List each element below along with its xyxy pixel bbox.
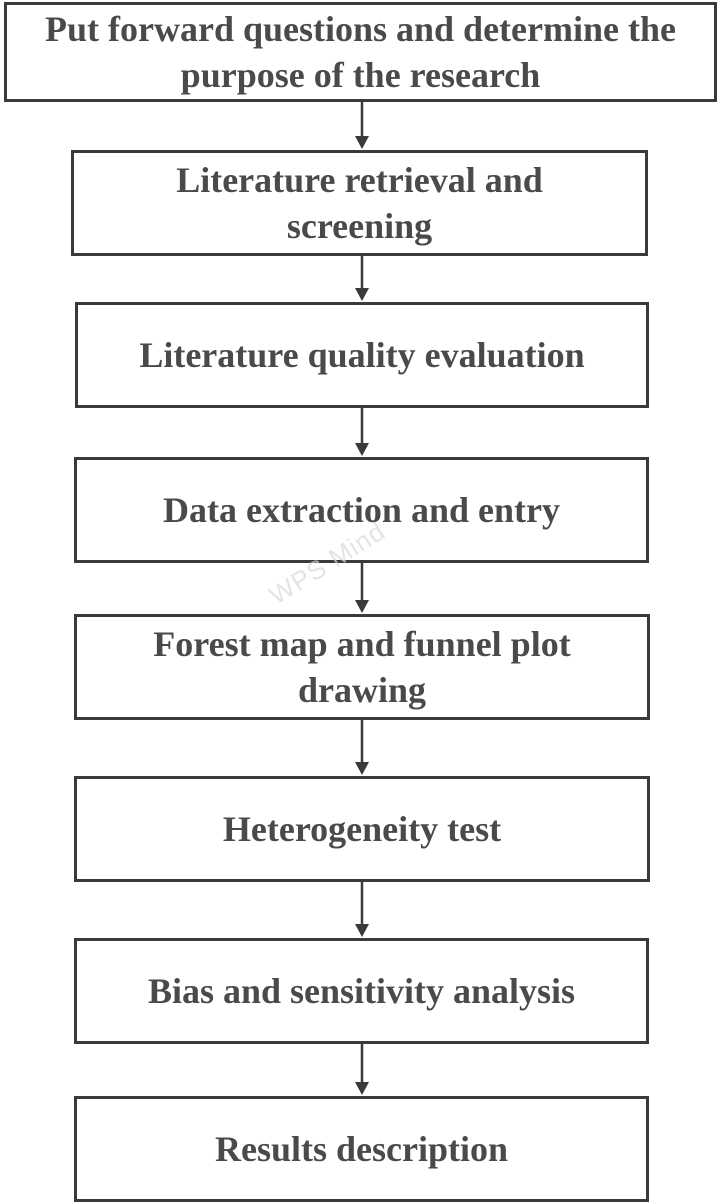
step-box-forest-funnel-plot: Forest map and funnel plot drawing	[74, 614, 650, 720]
step-box-literature-retrieval: Literature retrieval and screening	[71, 150, 648, 256]
arrowhead-icon	[355, 924, 369, 937]
step-label: Literature quality evaluation	[139, 335, 585, 375]
step-box-data-extraction: Data extraction and entry	[74, 457, 649, 563]
step-box-bias-sensitivity: Bias and sensitivity analysis	[74, 938, 649, 1044]
step-box-heterogeneity-test: Heterogeneity test	[74, 776, 650, 882]
step-label: Forest map and funnel plot drawing	[153, 624, 571, 710]
step-label: Put forward questions and determine the …	[45, 9, 676, 95]
step-label: Data extraction and entry	[163, 490, 560, 530]
arrowhead-icon	[355, 288, 369, 301]
step-box-research-purpose: Put forward questions and determine the …	[4, 2, 717, 102]
step-label: Literature retrieval and screening	[176, 160, 543, 246]
arrowhead-icon	[355, 762, 369, 775]
arrowhead-icon	[355, 1082, 369, 1095]
step-label: Bias and sensitivity analysis	[147, 971, 576, 1011]
step-label: Results description	[214, 1129, 508, 1169]
step-label: Heterogeneity test	[222, 809, 502, 849]
arrowhead-icon	[355, 136, 369, 149]
step-box-quality-evaluation: Literature quality evaluation	[75, 302, 649, 408]
arrowhead-icon	[355, 443, 369, 456]
step-box-results-description: Results description	[74, 1096, 649, 1202]
arrowhead-icon	[355, 600, 369, 613]
